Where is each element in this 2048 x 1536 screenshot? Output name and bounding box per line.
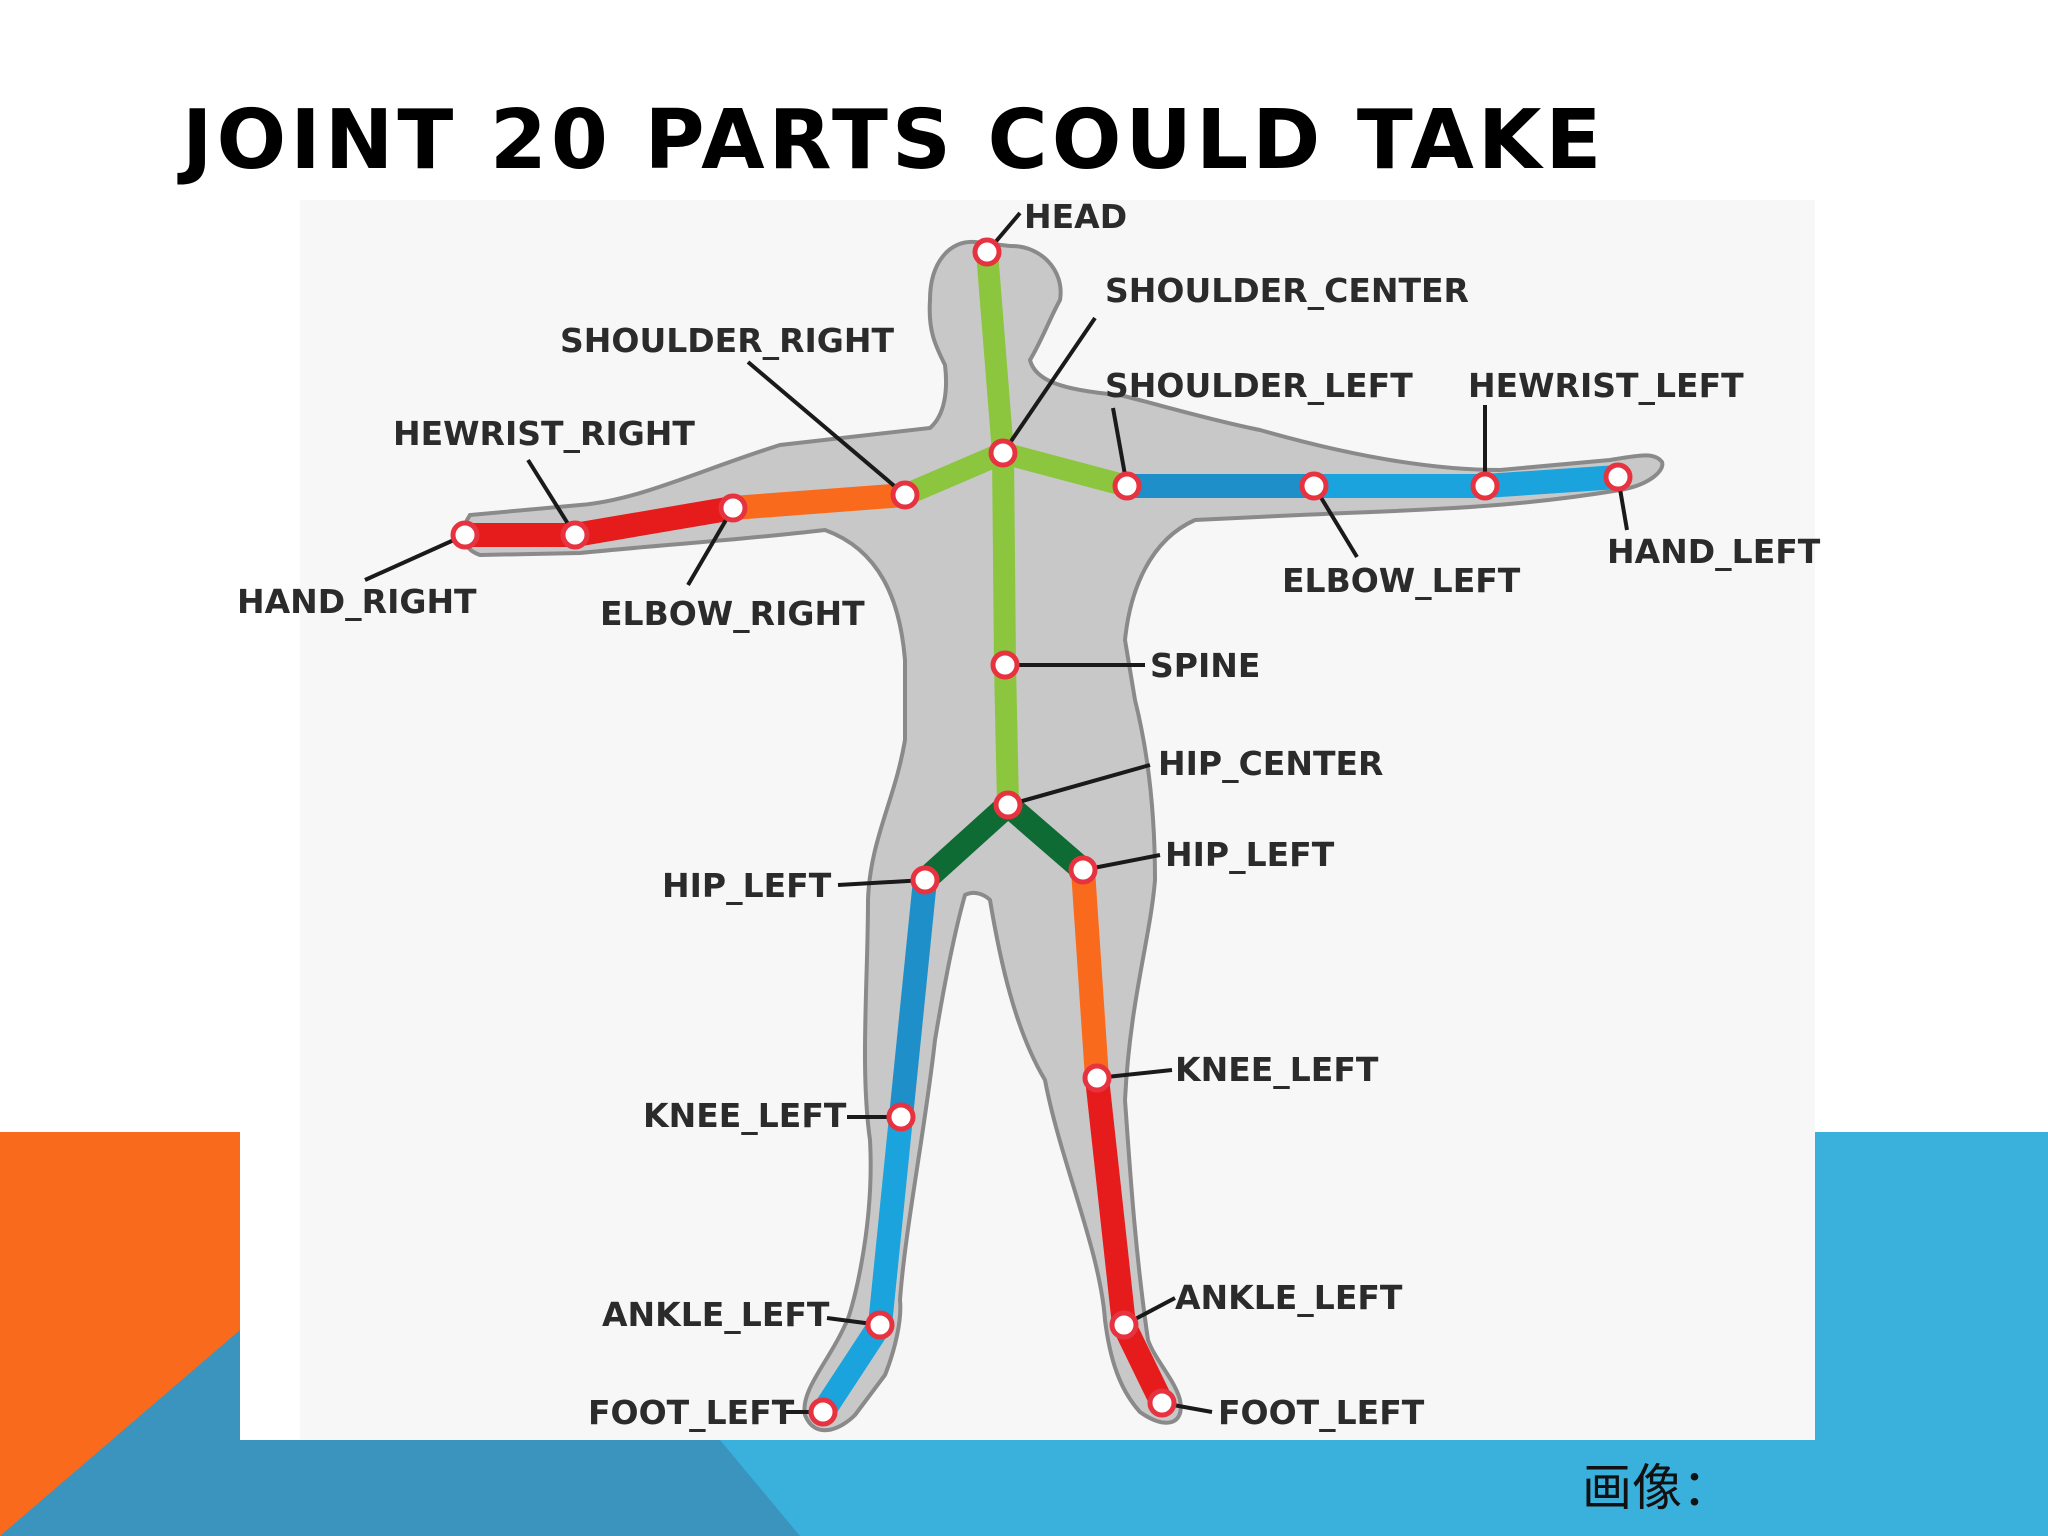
bone-spine-upper	[992, 452, 1016, 666]
joint-markers	[450, 237, 1633, 1427]
leader-elbow-right	[686, 506, 735, 587]
leader-hand-right	[364, 533, 466, 582]
label-shoulder-right: SHOULDER_RIGHT	[560, 321, 895, 360]
label-wrist-right: HEWRIST_RIGHT	[393, 414, 695, 453]
label-elbow-right: ELBOW_RIGHT	[600, 594, 865, 633]
joint-wrist-right	[560, 520, 590, 550]
leader-wrist-right	[526, 458, 577, 537]
label-hand-right: HAND_RIGHT	[237, 582, 477, 621]
joint-shoulder-right	[890, 480, 920, 510]
joint-ankle-b	[1109, 1310, 1139, 1340]
leader-shoulder-center	[1001, 316, 1097, 455]
joint-head	[972, 237, 1002, 267]
skeleton-bones	[465, 251, 1619, 1419]
leader-hip-left-a	[837, 878, 926, 887]
label-wrist-left: HEWRIST_LEFT	[1468, 366, 1744, 405]
joint-hip-a	[910, 865, 940, 895]
joint-elbow-right	[718, 493, 748, 523]
label-knee-left-a: KNEE_LEFT	[643, 1096, 847, 1135]
label-head: HEAD	[1024, 197, 1127, 236]
label-foot-left-a: FOOT_LEFT	[588, 1393, 795, 1432]
joint-hip-center	[993, 790, 1023, 820]
bone-hip-left	[1000, 795, 1091, 880]
bone-hand-left	[1484, 465, 1619, 498]
bone-foot-a	[812, 1318, 891, 1419]
label-ankle-left-a: ANKLE_LEFT	[602, 1295, 830, 1334]
joint-hand-left	[1603, 462, 1633, 492]
joint-spine	[990, 650, 1020, 680]
label-shoulder-left: SHOULDER_LEFT	[1105, 366, 1413, 405]
joint-knee-b	[1082, 1063, 1112, 1093]
joint-wrist-left	[1470, 471, 1500, 501]
bone-upper-arm-right	[732, 483, 906, 520]
label-hip-left-a: HIP_LEFT	[662, 866, 832, 905]
teal-diagonal-shape	[0, 1330, 800, 1536]
joint-labels: HEAD SHOULDER_CENTER SHOULDER_RIGHT SHOU…	[237, 197, 1821, 1432]
body-silhouette	[461, 239, 1665, 1433]
label-spine: SPINE	[1150, 646, 1260, 685]
bone-forearm-right	[572, 496, 736, 547]
joint-ankle-a	[865, 1310, 895, 1340]
bone-hip-right	[916, 796, 1017, 889]
label-ankle-left-b: ANKLE_LEFT	[1175, 1278, 1403, 1317]
label-hip-center: HIP_CENTER	[1158, 744, 1383, 783]
joint-shoulder-center	[988, 438, 1018, 468]
joint-shoulder-left	[1112, 471, 1142, 501]
label-shoulder-center: SHOULDER_CENTER	[1105, 271, 1469, 310]
bone-shoulder-right	[900, 442, 1008, 506]
joint-hip-b	[1068, 855, 1098, 885]
slide-title: JOINT 20 PARTS COULD TAKE	[182, 93, 1606, 188]
bone-head-neck	[976, 251, 1014, 454]
joint-elbow-left	[1299, 471, 1329, 501]
bone-shin-a	[868, 1115, 913, 1327]
label-hand-left: HAND_LEFT	[1607, 532, 1821, 571]
label-knee-left-b: KNEE_LEFT	[1175, 1050, 1379, 1089]
label-hip-left-b: HIP_LEFT	[1165, 835, 1335, 874]
bone-thigh-a	[889, 878, 937, 1119]
label-elbow-left: ELBOW_LEFT	[1282, 561, 1521, 600]
label-foot-left-b: FOOT_LEFT	[1218, 1393, 1425, 1432]
joint-foot-b	[1147, 1388, 1177, 1418]
joint-foot-a	[808, 1397, 838, 1427]
joint-hand-right	[450, 520, 480, 550]
leader-hip-center	[1007, 763, 1151, 807]
bone-thigh-b	[1071, 869, 1109, 1079]
joint-knee-a	[886, 1102, 916, 1132]
leader-shoulder-right	[746, 360, 907, 497]
image-credit-caption: 画像：	[1582, 1459, 1732, 1517]
bone-shoulder-left	[1000, 442, 1130, 497]
bone-spine-lower	[994, 664, 1019, 806]
bone-shin-b	[1085, 1076, 1136, 1327]
